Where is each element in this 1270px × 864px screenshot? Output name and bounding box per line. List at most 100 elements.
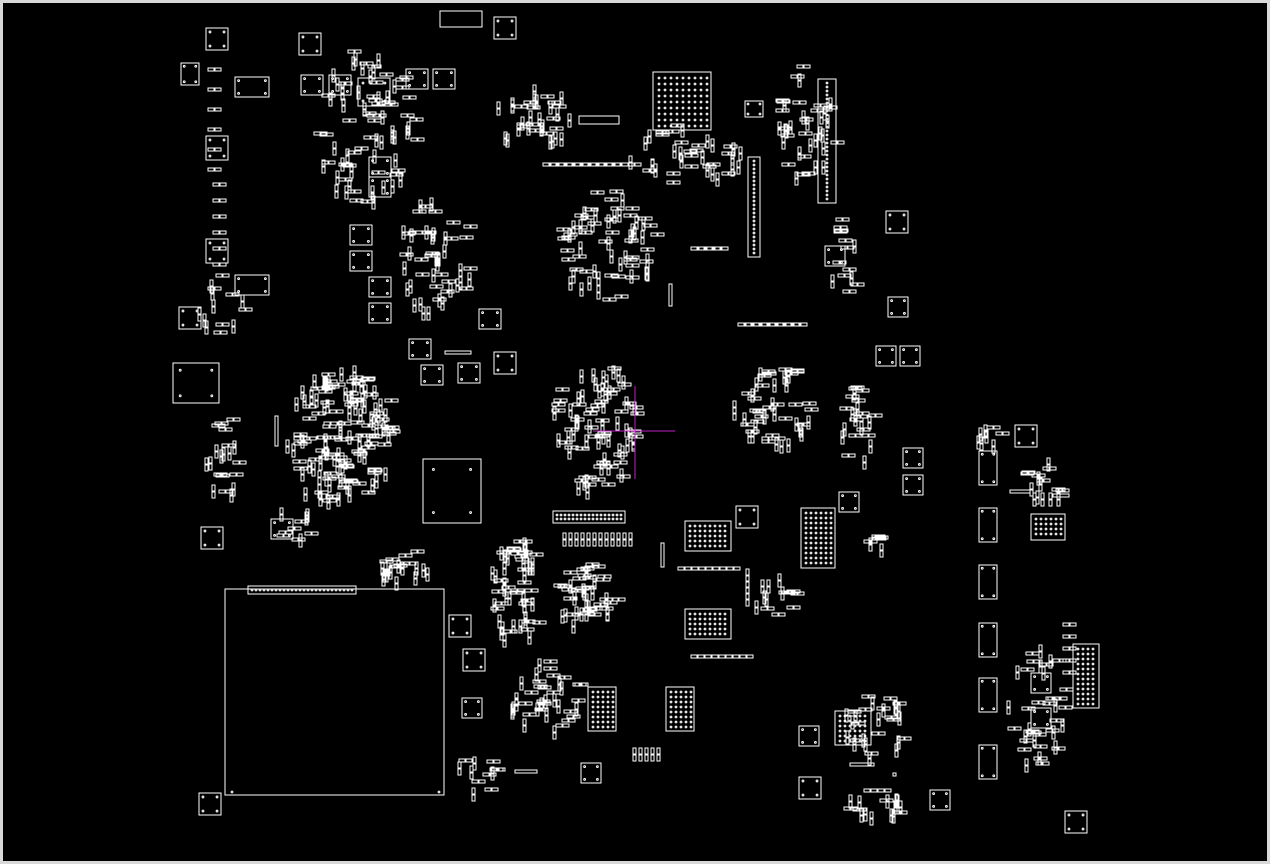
pin-1-marker [606, 720, 610, 724]
pin-1-marker [809, 551, 813, 555]
pin-1-marker [1076, 702, 1080, 706]
passive-component [892, 701, 907, 706]
pin-1-marker [752, 211, 756, 215]
passive-component [632, 747, 637, 762]
passive-component [638, 747, 643, 762]
passive-component [584, 207, 599, 212]
passive-component [398, 173, 403, 188]
pin-1-marker [681, 112, 685, 116]
passive-component [399, 252, 414, 257]
passive-component [383, 408, 388, 423]
passive-component [553, 131, 558, 146]
pin-1-marker [657, 106, 661, 110]
pin-1-marker [496, 19, 500, 23]
pin-1-marker [1076, 657, 1080, 661]
passive-component [572, 682, 587, 687]
passive-component [443, 231, 448, 246]
pin-1-marker [222, 241, 226, 245]
pin-1-marker [1091, 672, 1095, 676]
passive-component [519, 676, 524, 691]
pin-1-marker [1034, 517, 1038, 521]
pin-1-marker [601, 705, 605, 709]
pin-1-marker [824, 516, 828, 520]
passive-component [656, 747, 661, 762]
pin-1-marker [669, 690, 673, 694]
pin-1-marker [819, 521, 823, 525]
passive-component [781, 162, 796, 167]
pin-1-marker [591, 700, 595, 704]
pin-1-marker [918, 450, 921, 454]
passive-component [369, 413, 374, 428]
passive-component [298, 533, 303, 548]
pin-1-marker [980, 707, 984, 711]
pin-1-marker [1044, 522, 1048, 526]
pcb-layout[interactable] [3, 3, 1267, 861]
pin-1-marker [663, 106, 667, 110]
pin-1-marker [693, 94, 697, 98]
passive-component [345, 436, 360, 441]
pin-1-marker [669, 94, 673, 98]
pin-1-marker [703, 529, 707, 533]
passive-component [204, 457, 209, 472]
pin-1-marker [469, 468, 472, 471]
pin-1-marker [587, 517, 591, 521]
pin-1-marker [386, 292, 389, 295]
passive-component [429, 284, 444, 289]
pin-1-marker [350, 588, 354, 592]
pin-1-marker [819, 546, 823, 550]
pin-1-marker [1091, 682, 1095, 686]
passive-component [620, 193, 625, 208]
passive-component [314, 393, 319, 408]
pin-1-marker [825, 149, 829, 153]
pin-1-marker [496, 311, 499, 315]
pin-1-marker [804, 526, 808, 530]
ic-outline [978, 564, 998, 600]
passive-component [367, 118, 382, 123]
pin-1-marker [723, 534, 727, 538]
pin-1-marker [752, 247, 756, 251]
passive-component [628, 155, 633, 170]
pin-1-marker [298, 588, 302, 592]
pin-1-marker [264, 277, 267, 281]
passive-component [1020, 471, 1035, 476]
pin-1-marker [1017, 427, 1021, 431]
passive-component [1045, 728, 1060, 733]
pin-1-marker [352, 240, 356, 243]
pin-1-marker [819, 511, 823, 515]
passive-component [300, 385, 305, 400]
pin-1-marker [819, 551, 823, 555]
passive-component [556, 433, 561, 448]
passive-component [572, 591, 577, 606]
pin-1-marker [688, 534, 692, 538]
pin-1-marker [1086, 697, 1090, 701]
pin-1-marker [679, 695, 683, 699]
passive-component [576, 391, 581, 406]
passive-component [471, 787, 476, 802]
passive-component [347, 406, 352, 421]
pin-1-marker [693, 617, 697, 621]
passive-component [492, 598, 497, 613]
passive-component [345, 480, 350, 495]
passive-component [738, 146, 743, 161]
pin-1-marker [838, 729, 842, 733]
pin-1-marker [288, 521, 291, 524]
passive-component [562, 532, 567, 547]
passive-component [587, 612, 602, 617]
pin-1-marker [825, 141, 829, 145]
pin-1-marker [367, 266, 370, 269]
pin-1-marker [903, 299, 906, 303]
passive-component [605, 607, 610, 622]
pin-1-marker [237, 277, 241, 281]
pin-1-marker [496, 324, 499, 327]
passive-component [1053, 696, 1068, 701]
pin-1-marker [465, 631, 469, 635]
pin-1-marker [254, 588, 258, 592]
pin-1-marker [824, 546, 828, 550]
passive-component [819, 110, 824, 125]
board-view-canvas[interactable] [3, 3, 1267, 861]
pin-1-marker [674, 725, 678, 729]
pin-1-marker [980, 624, 984, 628]
pin-1-marker [752, 175, 756, 179]
passive-component [219, 449, 224, 464]
passive-component [400, 113, 415, 118]
